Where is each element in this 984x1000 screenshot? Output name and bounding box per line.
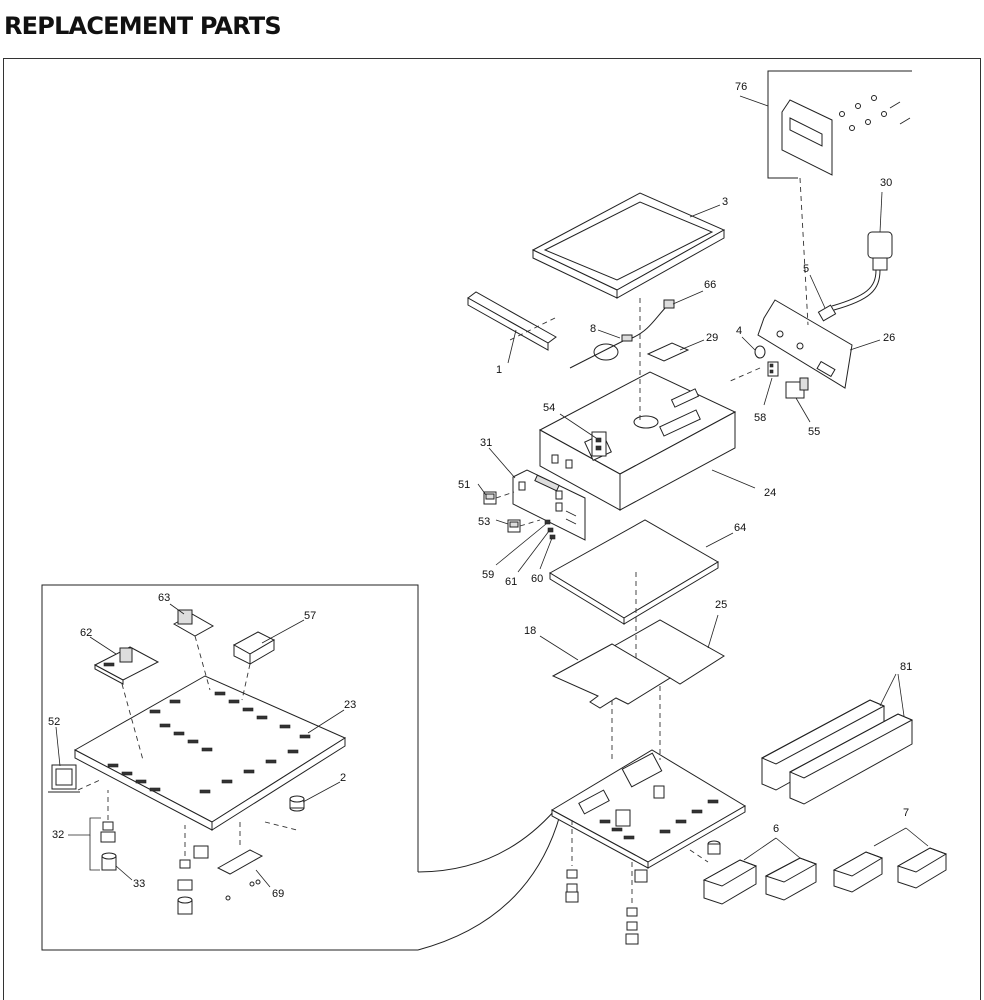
detail-callout-curve-lower	[417, 814, 561, 951]
label-part-30: 30	[880, 177, 892, 189]
label-part-31: 31	[480, 437, 492, 449]
label-part-5: 5	[803, 263, 809, 275]
leader-lines	[55, 95, 929, 888]
part-57-transformer	[232, 631, 276, 665]
part-62-control-board	[93, 646, 160, 685]
label-part-23: 23	[344, 699, 356, 711]
part-18-cover	[551, 643, 671, 709]
part-23-base-plate-detail	[73, 675, 347, 831]
label-part-62: 62	[80, 627, 92, 639]
main-base-plate	[550, 749, 746, 869]
label-part-61: 61	[505, 576, 517, 588]
label-part-81: 81	[900, 661, 912, 673]
label-part-76: 76	[735, 81, 747, 93]
part-81-crumb-trays	[760, 699, 914, 805]
label-part-55: 55	[808, 426, 820, 438]
part-54-bracket	[591, 431, 607, 457]
diagram-frame	[3, 58, 981, 1000]
label-part-63: 63	[158, 592, 170, 604]
label-part-29: 29	[706, 332, 718, 344]
part-76-mounting-plate	[781, 95, 911, 176]
part-53-switch	[507, 519, 521, 533]
part-51-switch	[483, 491, 497, 505]
detail-callout-curve-upper	[417, 809, 556, 873]
part-69-bracket	[216, 849, 264, 901]
part-31-control-panel	[512, 469, 586, 541]
label-part-7: 7	[903, 807, 909, 819]
label-part-1: 1	[496, 364, 502, 376]
label-part-60: 60	[531, 573, 543, 585]
part-52-transformer	[48, 764, 80, 793]
label-part-6: 6	[773, 823, 779, 835]
part-26-rear-panel	[757, 299, 853, 389]
part-55-contactor	[785, 377, 809, 399]
foot-stack-center	[177, 845, 209, 915]
label-part-54: 54	[543, 402, 555, 414]
part-8-probe	[569, 299, 675, 369]
label-part-4: 4	[736, 325, 742, 337]
label-part-58: 58	[754, 412, 766, 424]
label-part-64: 64	[734, 522, 746, 534]
part-24-chassis	[538, 371, 737, 511]
label-part-51: 51	[458, 479, 470, 491]
detail-guide-lines	[77, 635, 298, 856]
main-guide-lines	[495, 177, 809, 904]
part-58-terminal-block	[767, 361, 779, 377]
part-1-rail	[467, 291, 557, 351]
detail-inset-border	[41, 584, 419, 951]
part-2-foot	[289, 795, 305, 812]
part-63-relay	[172, 609, 215, 637]
part-3-top-frame	[531, 192, 726, 299]
label-part-57: 57	[304, 610, 316, 622]
label-part-24: 24	[764, 487, 776, 499]
part-64-insulation	[549, 519, 719, 625]
part-4-grommet	[754, 345, 766, 359]
part-7-pans	[832, 847, 948, 893]
label-part-53: 53	[478, 516, 490, 528]
label-part-25: 25	[715, 599, 727, 611]
page-title: REPLACEMENT PARTS	[4, 12, 282, 40]
label-part-26: 26	[883, 332, 895, 344]
label-part-33: 33	[133, 878, 145, 890]
part-32-33-foot-stack	[100, 821, 117, 871]
part-29-plate	[646, 342, 690, 362]
label-part-18: 18	[524, 625, 536, 637]
label-part-59: 59	[482, 569, 494, 581]
part-5-strain-relief	[817, 304, 837, 322]
label-part-66: 66	[704, 279, 716, 291]
part-6-pans	[702, 857, 818, 905]
label-part-2: 2	[340, 772, 346, 784]
part-76-inset-border	[767, 70, 912, 179]
label-part-3: 3	[722, 196, 728, 208]
main-foot-stacks	[565, 840, 721, 945]
label-part-8: 8	[590, 323, 596, 335]
part-59-60-61-indicators	[544, 519, 556, 540]
label-part-52: 52	[48, 716, 60, 728]
part-30-power-plug	[831, 231, 893, 311]
label-part-69: 69	[272, 888, 284, 900]
label-part-32: 32	[52, 829, 64, 841]
part-number-labels: 76 30 3 5 66 8 4 26 29 1 58 54 55 31 51 …	[48, 81, 912, 900]
